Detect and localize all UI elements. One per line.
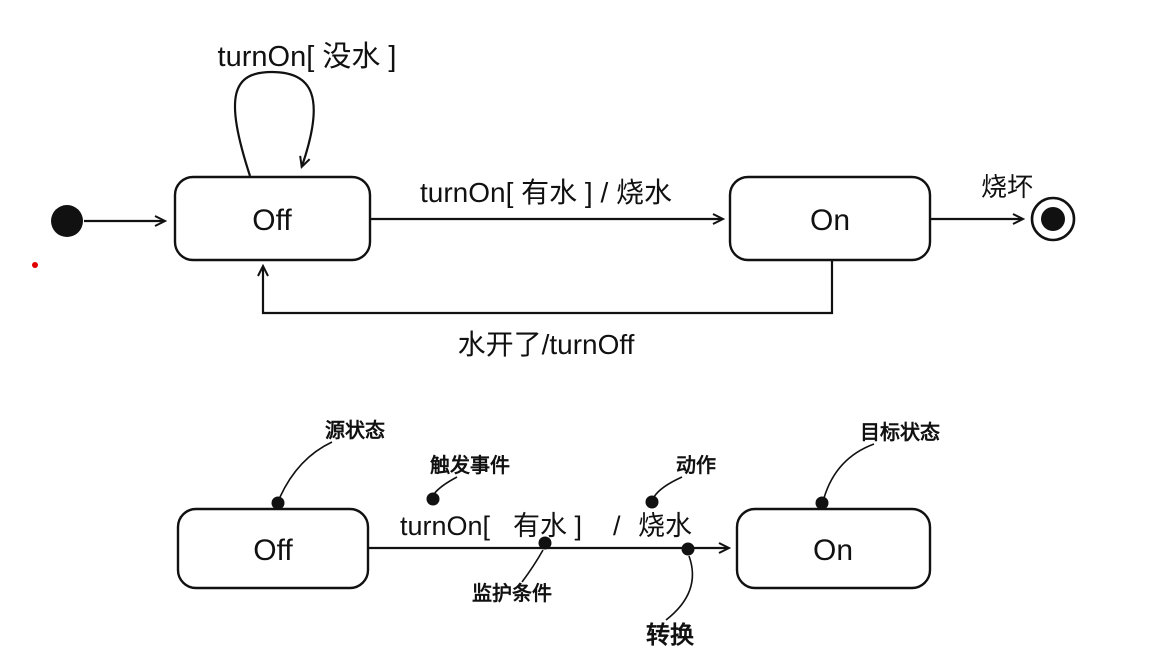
- guard-condition-annotation: 监护条件: [472, 581, 552, 605]
- state-on-label: On: [810, 204, 850, 237]
- on-to-final-label: 烧坏: [981, 172, 1033, 202]
- target-state-annotation: 目标状态: [860, 420, 940, 444]
- state-off-label: Off: [252, 204, 292, 237]
- off-to-on-label: turnOn[ 有水 ] / 烧水: [420, 177, 672, 208]
- source-state-dot: [271, 496, 285, 510]
- guard-condition-dot: [538, 536, 552, 550]
- state-on-bottom: [735, 507, 932, 590]
- self-loop-arrow: [233, 70, 315, 177]
- action-dot: [645, 495, 659, 509]
- red-mark: [32, 262, 38, 268]
- transition-guard-text: 有水 ]: [513, 511, 582, 541]
- state-on-bottom-label: On: [813, 534, 853, 567]
- transition-annotation: 转换: [646, 620, 695, 649]
- action-annotation: 动作: [676, 453, 716, 477]
- transition-event-text: turnOn[: [400, 511, 491, 541]
- trigger-event-leader: [433, 476, 458, 495]
- source-state-annotation: 源状态: [325, 418, 385, 442]
- on-to-off-arrow: [263, 260, 834, 315]
- on-to-off-label: 水开了/turnOff: [458, 329, 635, 360]
- self-loop-label: turnOn[ 没水 ]: [218, 40, 397, 73]
- state-off-bottom-label: Off: [253, 534, 293, 567]
- transition-dot: [681, 542, 695, 556]
- initial-state-node: [51, 205, 83, 237]
- guard-condition-leader: [521, 549, 544, 583]
- top-state-diagram: turnOn[ 没水 ] Off turnOn[ 有水 ] / 烧水 On 烧坏…: [32, 40, 1076, 360]
- target-state-leader: [823, 443, 875, 499]
- transition-action-text: 烧水: [638, 511, 692, 541]
- action-leader: [653, 476, 683, 498]
- trigger-event-annotation: 触发事件: [430, 453, 510, 477]
- final-state-inner-dot: [1041, 207, 1065, 231]
- source-state-leader: [279, 441, 333, 498]
- target-state-dot: [815, 496, 829, 510]
- trigger-event-dot: [426, 492, 440, 506]
- transition-leader: [665, 555, 694, 621]
- bottom-annotated-diagram: Off On turnOn[ 有水 ] / 烧水 源状态 触发事件 动作 目标状…: [176, 418, 940, 649]
- transition-separator-text: /: [613, 511, 621, 541]
